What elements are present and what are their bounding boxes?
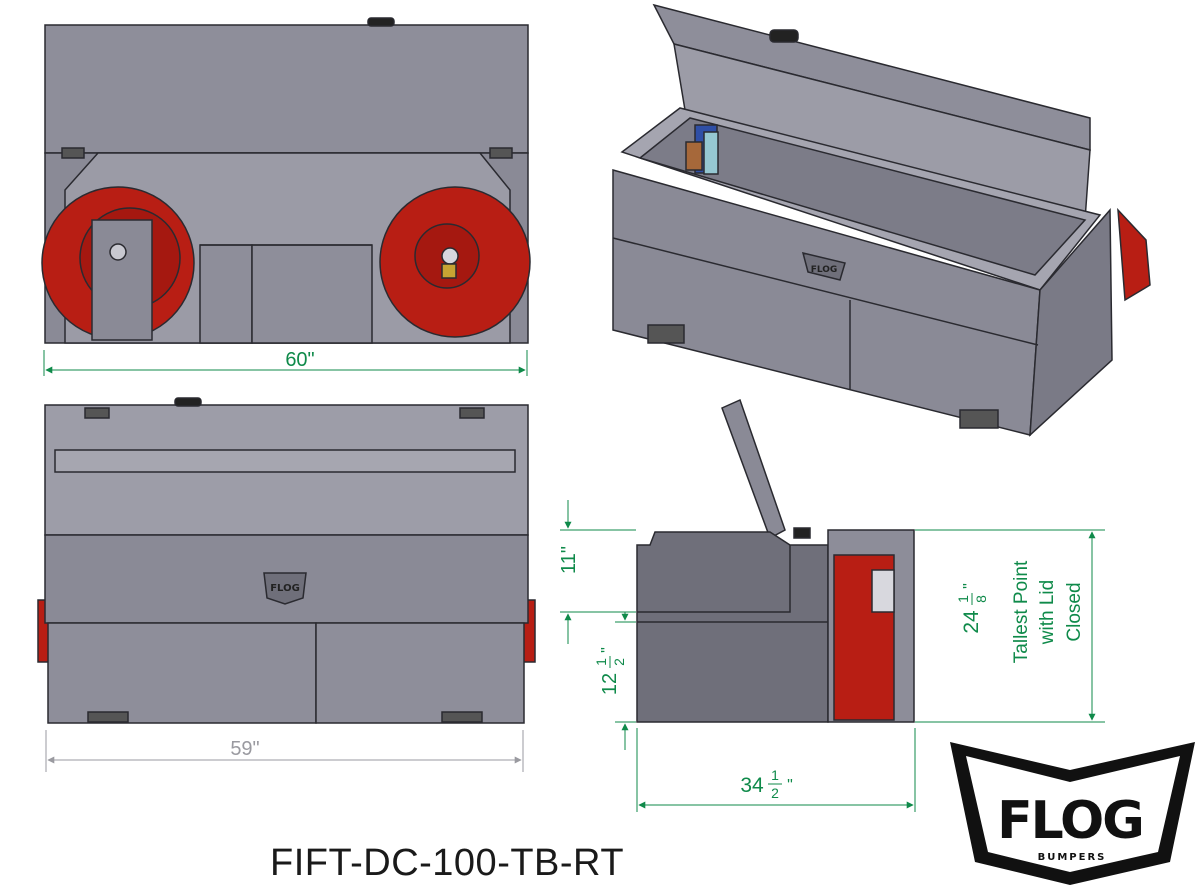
- dim-lower-height-unit: ": [599, 647, 616, 653]
- reel-right: [379, 186, 531, 338]
- flog-logo: FLOG BUMPERS: [950, 742, 1195, 885]
- front-view-latch-left: [84, 407, 110, 419]
- dim-upper-height-label: 11": [558, 546, 580, 574]
- dim-width-top-label: 60": [285, 349, 314, 371]
- dim-width-front-label: 59": [230, 738, 259, 760]
- reel-left-hub: [109, 243, 127, 261]
- iso-inner-compartment: [638, 117, 1087, 276]
- top-view-handle: [367, 17, 395, 27]
- reel-left: [41, 186, 195, 341]
- dim-depth: 34 1 2 ": [636, 728, 916, 812]
- side-view: [636, 398, 915, 723]
- top-view-latch-left: [61, 147, 85, 159]
- front-view: FLOG: [37, 397, 536, 724]
- side-view-body: [636, 531, 829, 723]
- dim-depth-num: 1: [771, 767, 779, 783]
- front-view-foot-right: [441, 711, 483, 723]
- dim-upper-height: 11": [558, 500, 636, 644]
- iso-foot-right: [959, 409, 999, 429]
- iso-bottle-3: [685, 141, 703, 171]
- reel-right-valve: [441, 263, 457, 279]
- top-view-latch-right: [489, 147, 513, 159]
- side-view-pump: [871, 569, 895, 613]
- iso-handle: [769, 29, 799, 43]
- part-number: FIFT-DC-100-TB-RT: [270, 842, 625, 884]
- top-view-lid: [44, 24, 529, 154]
- dim-tall-height-whole: 24: [960, 610, 983, 634]
- side-view-step: [637, 545, 791, 613]
- reel-left-frame: [91, 219, 153, 341]
- iso-bottle-2: [703, 131, 719, 175]
- dim-lower-height-whole: 12: [599, 673, 621, 695]
- dim-tall-height-num: 1: [955, 595, 971, 603]
- flog-logo-text: FLOG: [997, 791, 1143, 851]
- dim-tall-note-2: with Lid: [1037, 580, 1058, 645]
- iso-reel-side: [1117, 207, 1151, 302]
- top-view-drawer-left: [199, 244, 253, 344]
- top-view-drawer-right: [251, 244, 373, 344]
- iso-badge-text: FLOG: [811, 265, 838, 275]
- dim-tall-note-3: Closed: [1064, 582, 1085, 641]
- dim-depth-unit: ": [787, 777, 793, 794]
- flog-logo-inner: [966, 756, 1180, 872]
- iso-side-face: [1029, 208, 1113, 437]
- dim-lower-height-den: 2: [611, 658, 627, 666]
- front-view-foot-left: [87, 711, 129, 723]
- front-view-drawer-right: [315, 622, 525, 724]
- dim-tall-note-1: Tallest Point: [1011, 560, 1032, 663]
- dim-tall-height: 24 1 8 " Tallest Point with Lid Closed: [915, 529, 1105, 723]
- iso-badge: [801, 251, 846, 281]
- top-view: [41, 17, 531, 344]
- front-view-handle: [174, 397, 202, 407]
- dim-depth-den: 2: [771, 785, 779, 801]
- front-view-badge: [263, 572, 307, 605]
- dim-width-top: 60": [43, 349, 528, 376]
- flog-logo-subtext: BUMPERS: [1038, 852, 1107, 863]
- side-view-handle: [793, 527, 811, 539]
- dim-tall-height-unit: ": [961, 583, 978, 589]
- front-view-drawer-left: [47, 622, 317, 724]
- dim-lower-height-num: 1: [593, 658, 609, 666]
- front-view-lid-strut: [54, 449, 516, 473]
- front-view-badge-text: FLOG: [270, 583, 300, 594]
- front-view-latch-right: [459, 407, 485, 419]
- dim-tall-height-den: 8: [973, 595, 989, 603]
- side-view-lid-open: [721, 398, 786, 540]
- dim-width-front: 59": [45, 730, 524, 772]
- dim-depth-whole: 34: [740, 774, 764, 797]
- iso-view: FLOG: [612, 3, 1151, 437]
- dim-lower-height: 12 1 2 ": [593, 612, 636, 750]
- reel-right-hub: [441, 247, 459, 265]
- iso-foot-left: [647, 324, 685, 344]
